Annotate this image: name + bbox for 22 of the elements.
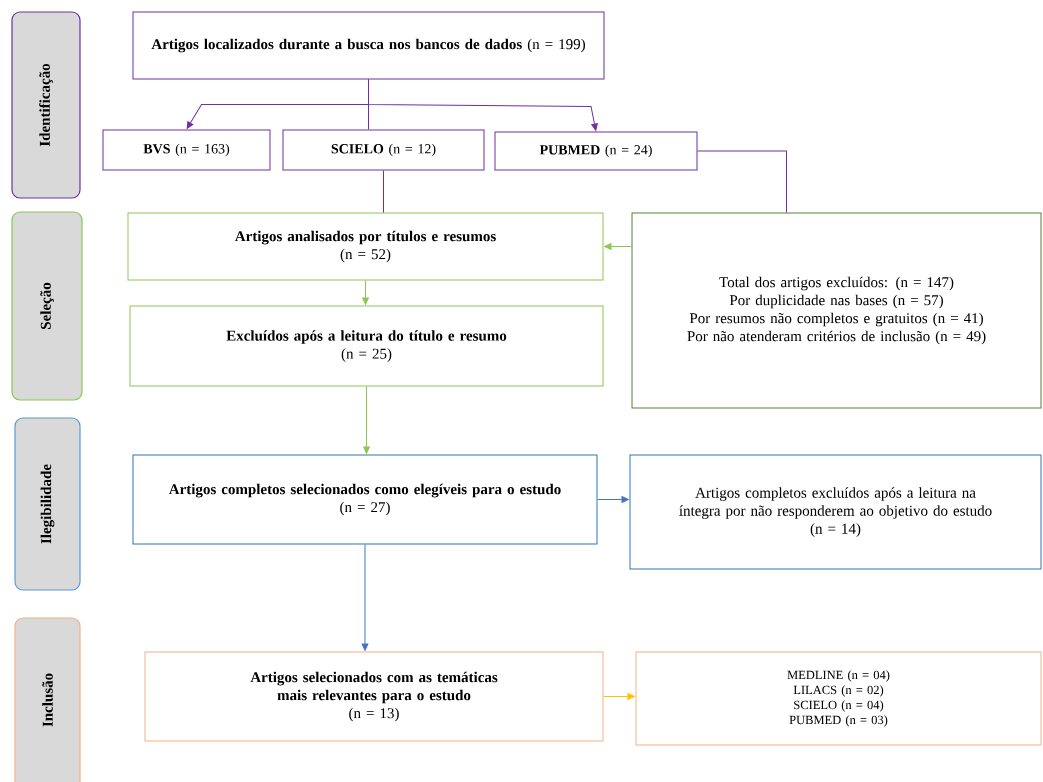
- arrow: [361, 544, 369, 651]
- stage-tab: Identificação: [11, 11, 81, 199]
- stage-tab: Ilegibilidade: [14, 417, 81, 591]
- arrow: [368, 79, 598, 131]
- process-box: MEDLINE (n = 04) LILACS (n = 02) SCIELO (n = 04) PUBMED (n = 03): [635, 651, 1042, 746]
- arrow: [603, 693, 635, 700]
- process-box: Artigos completos selecionados como elegíveis para o estudo (n = 27): [132, 454, 598, 545]
- process-box: Excluídos após a leitura do título e resumo (n = 25): [129, 305, 604, 387]
- arrow: [363, 386, 370, 454]
- process-box: Artigos localizados durante a busca nos bancos de dados (n = 199): [132, 11, 605, 80]
- process-box: PUBMED (n = 24): [494, 131, 698, 171]
- arrow: [597, 496, 629, 503]
- process-box: Artigos selecionados com as temáticas mais relevantes para o estudo (n = 13): [144, 651, 604, 742]
- arrow: [604, 243, 632, 250]
- process-box: Artigos completos excluídos após a leitura na íntegra por não responderem ao objetivo do estudo (n = 14): [629, 454, 1042, 570]
- process-box: Artigos analisados por títulos e resumos (n = 52): [127, 212, 604, 281]
- stage-tab: Inclusão: [14, 617, 81, 782]
- arrow: [362, 280, 369, 305]
- process-box: BVS (n = 163): [102, 129, 271, 171]
- stage-tab: Seleção: [11, 211, 83, 401]
- process-box: Total dos artigos excluídos: (n = 147) Por duplicidade nas bases (n = 57) Por resumos não completos e gratuitos (n = 41) Por não atenderam critérios de inclusão (n = 49): [631, 212, 1042, 409]
- process-box: SCIELO (n = 12): [282, 129, 485, 171]
